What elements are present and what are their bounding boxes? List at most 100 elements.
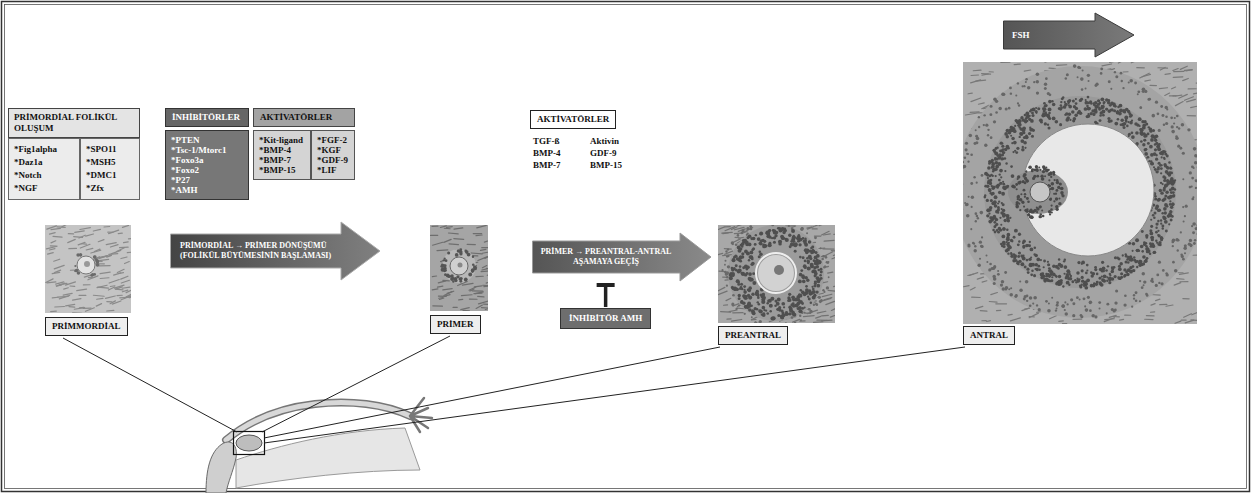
cell-dot [769,310,772,313]
cell-dot [1137,90,1140,93]
cell-dot [452,280,454,282]
cell-dot [444,264,447,267]
cell-dot [773,241,776,244]
tissue-streak [467,244,475,245]
tissue-streak [482,266,486,268]
tissue-streak [98,240,104,242]
cell-dot [970,153,973,156]
tissue-streak [744,228,752,232]
cell-dot [1072,302,1075,305]
cell-dot [1019,136,1021,138]
cell-dot [996,154,999,157]
tissue-streak [1181,320,1186,321]
tissue-streak [727,318,731,319]
cell-dot [981,174,984,177]
tissue-streak [114,285,124,288]
cell-dot [1100,72,1103,75]
cell-dot [975,129,977,131]
cell-dot [1195,187,1197,189]
cell-dot [762,244,766,248]
cell-dot [788,298,792,302]
tissue-streak [1165,93,1170,95]
cell-dot [789,245,792,248]
cell-dot [1045,77,1048,80]
tissue-streak [1102,64,1112,66]
tissue-streak [97,285,107,287]
tissue-streak [1178,272,1183,273]
cell-dot [801,302,804,305]
cell-dot [805,250,809,254]
cell-dot [973,243,975,245]
cell-dot [739,265,742,268]
cell-dot [809,292,812,295]
tissue-streak [1022,308,1030,311]
tissue-streak [77,289,87,290]
cell-dot [1025,81,1027,83]
tissue-streak [1192,312,1197,314]
tissue-streak [93,229,100,231]
cell-dot [1066,303,1068,305]
cell-dot [740,301,743,304]
cell-dot [1064,301,1066,303]
cell-dot [1000,283,1003,286]
cell-dot [800,319,802,321]
cell-dot [1191,225,1193,227]
cell-dot [758,255,761,258]
cell-dot [1175,238,1178,241]
cell-dot [804,312,806,314]
theca [963,66,1197,318]
cell-dot [966,153,968,155]
cell-dot [1162,269,1165,272]
cell-dot [978,116,980,118]
cell-dot [1002,287,1005,290]
cell-dot [1165,122,1168,125]
cell-dot [1155,231,1158,234]
cell-dot [1099,119,1102,122]
cell-dot [813,266,817,270]
cell-dot [1077,76,1079,78]
cell-dot [812,249,815,252]
cell-dot [1085,88,1087,90]
cell-dot [993,97,997,101]
tissue-streak [51,228,60,229]
cell-dot [798,279,802,283]
cell-dot [816,284,820,288]
cell-dot [815,290,818,293]
cell-dot [807,261,810,264]
cell-dot [1115,289,1118,292]
tissue-streak [485,307,488,310]
ovary [236,435,262,451]
cell-dot [971,196,974,199]
tissue-streak [1193,254,1197,256]
cell-dot [1144,148,1147,151]
cell-dot [1088,80,1090,82]
cell-dot [1189,171,1192,174]
tissue-streak [473,233,481,234]
micrograph-ground [718,225,835,323]
tissue-streak [982,281,987,282]
tissue-streak [56,284,61,286]
cell-dot [751,262,755,266]
cell-dot [1155,101,1158,104]
cell-dot [965,204,968,207]
cell-dot [750,228,753,231]
cell-dot [96,263,100,267]
micrograph [718,225,835,323]
tissue-streak [440,226,446,228]
cell-dot [988,268,991,271]
cell-dot [1160,282,1163,285]
tissue-streak [989,71,993,72]
tissue-streak [479,301,488,304]
cell-dot [773,236,776,239]
tissue-streak [99,265,110,267]
micrograph-ground [430,225,488,311]
cell-dot [1005,286,1008,289]
cell-dot [1192,222,1196,226]
cell-dot [989,113,992,116]
cell-dot [1187,128,1190,131]
cell-dot [1168,161,1170,163]
cell-dot [985,124,988,127]
cell-dot [1190,244,1193,247]
tissue-streak [831,250,835,252]
cell-dot [731,272,735,276]
